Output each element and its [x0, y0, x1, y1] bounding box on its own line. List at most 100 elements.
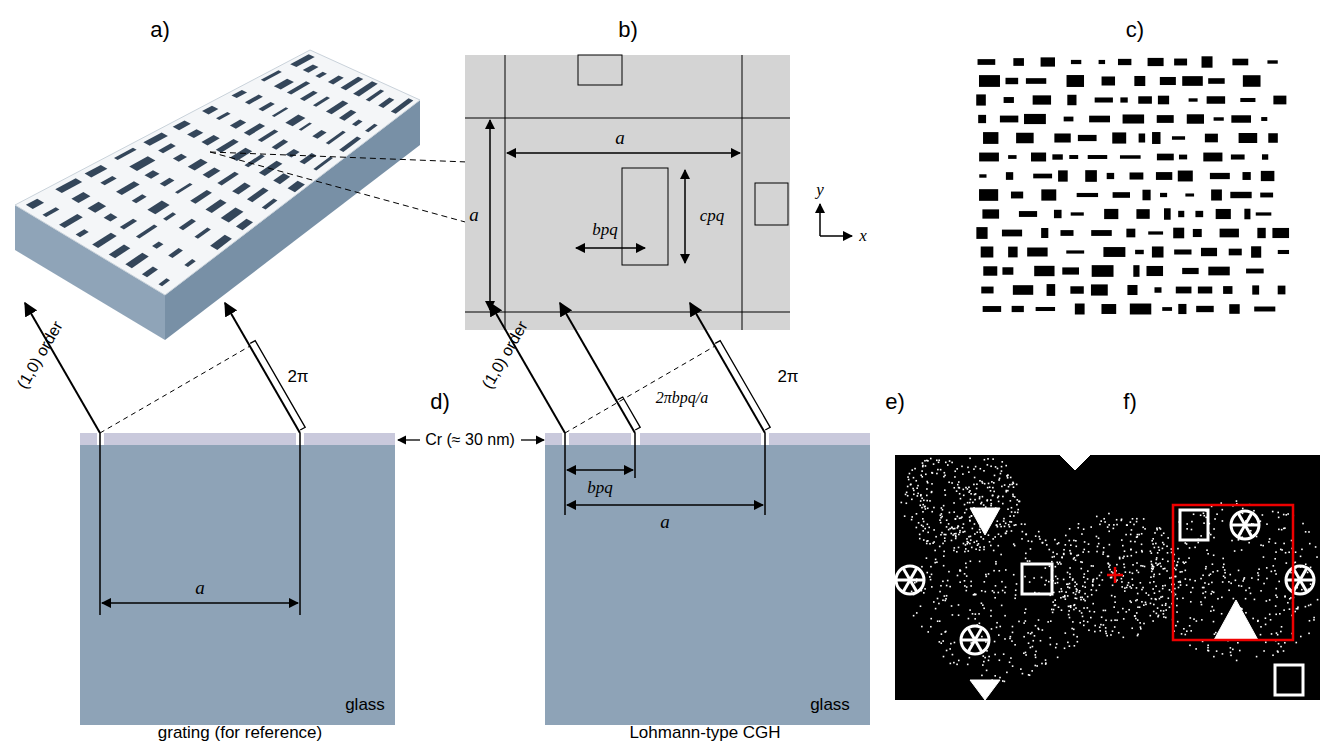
speckle	[1162, 596, 1164, 598]
speckle	[1003, 520, 1005, 522]
speckle	[1124, 590, 1126, 592]
aperture	[26, 199, 44, 209]
speckle	[934, 550, 936, 552]
speckle	[1013, 515, 1015, 517]
aperture	[1260, 193, 1273, 198]
aperture	[1148, 231, 1163, 234]
speckle	[1284, 596, 1286, 598]
aperture	[1231, 154, 1245, 159]
speckle	[1212, 563, 1214, 565]
speckle	[995, 585, 997, 587]
speckle	[980, 536, 982, 538]
speckle	[1160, 566, 1162, 568]
speckle	[1305, 606, 1307, 608]
speckle	[1074, 581, 1076, 583]
speckle	[1186, 528, 1188, 530]
aperture	[109, 244, 131, 258]
speckle	[941, 532, 943, 534]
aperture	[312, 130, 326, 139]
cell-detail	[465, 55, 852, 330]
speckle	[1025, 558, 1027, 560]
aperture	[1242, 172, 1250, 180]
aperture	[1019, 211, 1037, 217]
speckle	[1056, 562, 1058, 564]
speckle	[1162, 568, 1164, 570]
speckle	[996, 622, 998, 624]
speckle	[1074, 645, 1076, 647]
speckle	[1063, 579, 1065, 581]
speckle	[923, 499, 925, 501]
speckle	[1010, 636, 1012, 638]
aperture	[1232, 59, 1248, 66]
speckle	[1004, 615, 1006, 617]
speckle	[1005, 586, 1007, 588]
speckle	[1092, 585, 1094, 587]
speckle	[1266, 567, 1268, 569]
aperture	[1230, 192, 1251, 198]
speckle	[1144, 528, 1146, 530]
speckle	[1034, 665, 1036, 667]
speckle	[1205, 591, 1207, 593]
speckle	[968, 618, 970, 620]
spoke	[1245, 525, 1252, 536]
caption-label: Lohmann-type CGH	[629, 723, 780, 743]
speckle	[1080, 561, 1082, 563]
material-label: glass	[345, 695, 385, 715]
speckle	[1206, 549, 1208, 551]
speckle	[1145, 604, 1147, 606]
aperture	[92, 233, 117, 248]
speckle	[960, 498, 962, 500]
speckle	[1178, 587, 1180, 589]
speckle	[990, 465, 992, 467]
speckle	[1116, 579, 1118, 581]
speckle	[1087, 607, 1089, 609]
speckle	[993, 482, 995, 484]
speckle	[956, 490, 958, 492]
speckle	[948, 523, 950, 525]
spoke	[910, 569, 917, 580]
speckle	[1136, 521, 1138, 523]
speckle	[1069, 567, 1071, 569]
speckle	[1088, 543, 1090, 545]
speckle	[920, 605, 922, 607]
speckle	[944, 537, 946, 539]
speckle	[984, 657, 986, 659]
speckle	[1109, 569, 1111, 571]
speckle	[993, 570, 995, 572]
speckle	[1008, 524, 1010, 526]
speckle	[1295, 642, 1297, 644]
speckle	[968, 536, 970, 538]
speckle	[1155, 585, 1157, 587]
speckle	[950, 663, 952, 665]
speckle	[1295, 551, 1297, 553]
aperture	[1207, 96, 1225, 103]
speckle	[1144, 566, 1146, 568]
speckle	[966, 538, 968, 540]
speckle	[1132, 572, 1134, 574]
speckle	[1134, 541, 1136, 543]
aperture	[1013, 285, 1033, 295]
aperture	[1139, 133, 1146, 142]
speckle	[950, 643, 952, 645]
speckle	[1092, 579, 1094, 581]
speckle	[990, 503, 992, 505]
spoke	[1300, 569, 1307, 580]
speckle	[1041, 663, 1043, 665]
speckle	[936, 459, 938, 461]
aperture	[1067, 95, 1076, 105]
speckle	[1283, 543, 1285, 545]
speckle	[926, 543, 928, 545]
speckle	[1231, 540, 1233, 542]
speckle	[1038, 536, 1040, 538]
speckle	[947, 580, 949, 582]
speckle	[1124, 550, 1126, 552]
aperture	[983, 266, 997, 275]
speckle	[1277, 650, 1279, 652]
speckle	[951, 540, 953, 542]
spoke	[969, 629, 976, 640]
speckle	[946, 526, 948, 528]
speckle	[1190, 601, 1192, 603]
speckle	[912, 488, 914, 490]
speckle	[910, 484, 912, 486]
speckle	[1208, 650, 1210, 652]
